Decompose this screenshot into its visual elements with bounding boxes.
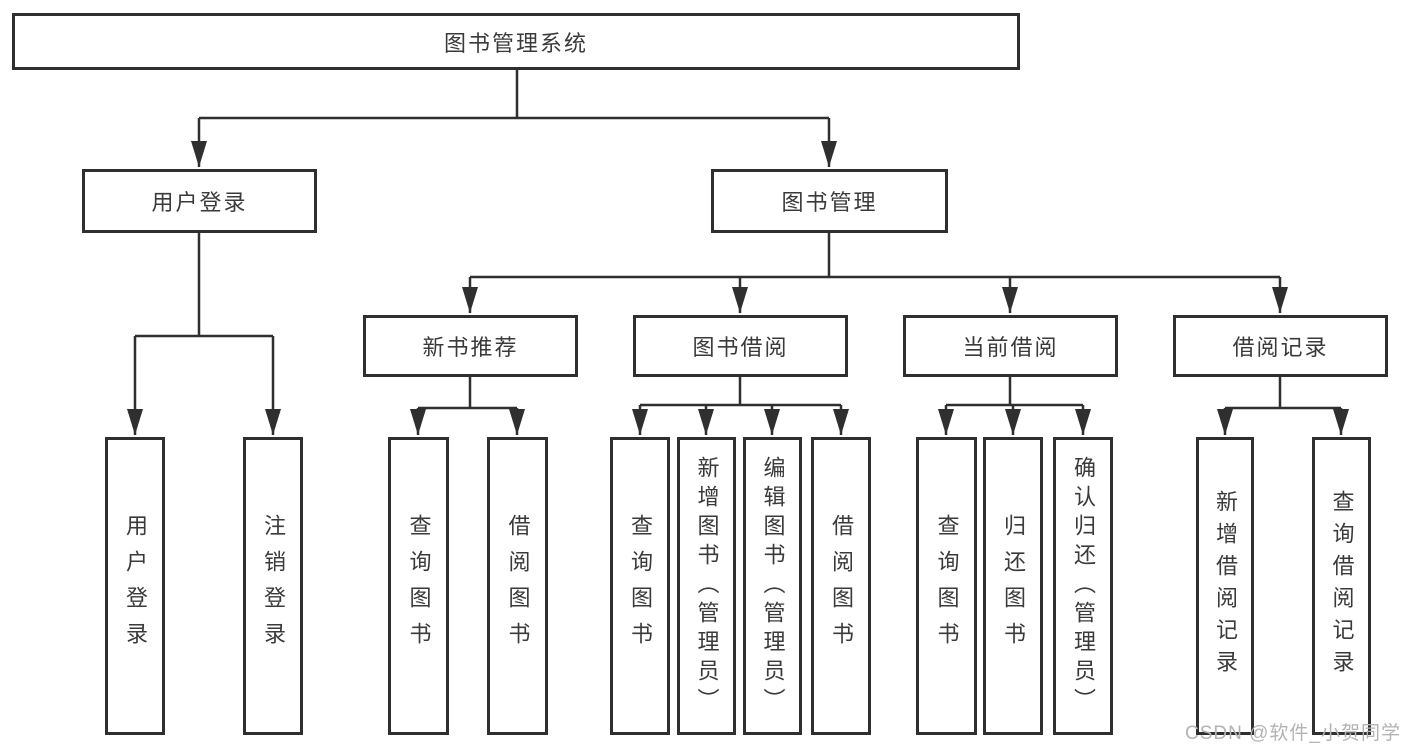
leaf-return-books: 归还图书 [983,437,1043,735]
leaf-query-books-borrow: 查询图书 [610,437,670,735]
leaf-add-borrow-record: 新增借阅记录 [1196,437,1254,735]
leaf-label: 新增借阅记录 [1213,490,1238,682]
node-new-book-recommend: 新书推荐 [363,315,578,377]
leaf-confirm-return-admin: 确认归还（管理员） [1053,437,1113,735]
leaf-label: 查询图书 [628,514,653,658]
leaf-label: 查询图书 [934,514,960,658]
node-label: 用户登录 [151,190,248,215]
leaf-borrow-books-recommend: 借阅图书 [487,437,548,735]
node-current-borrow: 当前借阅 [903,315,1118,377]
node-label: 借阅记录 [1232,335,1329,360]
csdn-watermark: CSDN @软件_小贺同学 [1185,723,1401,744]
leaf-label: 新增图书（管理员） [694,455,720,717]
leaf-borrow-books: 借阅图书 [811,437,871,735]
leaf-add-books-admin: 新增图书（管理员） [677,437,736,735]
node-label: 图书管理系统 [443,30,588,56]
leaf-edit-books-admin: 编辑图书（管理员） [743,437,802,735]
node-label: 当前借阅 [962,335,1059,360]
node-borrow-records: 借阅记录 [1173,315,1388,377]
node-label: 新书推荐 [422,335,519,360]
leaf-label: 查询图书 [406,514,432,658]
leaf-label: 查询借阅记录 [1329,490,1355,682]
node-book-borrow: 图书借阅 [633,315,848,377]
leaf-logout: 注销登录 [243,437,303,735]
leaf-label: 归还图书 [1001,514,1026,658]
leaf-user-login: 用户登录 [105,437,165,735]
leaf-query-books-current: 查询图书 [916,437,977,735]
node-label: 图书借阅 [692,335,789,360]
leaf-query-books-recommend: 查询图书 [388,437,449,735]
leaf-query-borrow-record: 查询借阅记录 [1312,437,1371,735]
node-label: 图书管理 [781,190,878,215]
leaf-label: 确认归还（管理员） [1071,455,1096,717]
node-book-management: 图书管理 [711,169,948,233]
leaf-label: 借阅图书 [829,514,854,658]
node-user-login: 用户登录 [82,169,317,233]
leaf-label: 编辑图书（管理员） [760,455,786,717]
leaf-label: 注销登录 [261,514,286,658]
leaf-label: 借阅图书 [505,514,531,658]
node-root-system: 图书管理系统 [12,13,1020,70]
leaf-label: 用户登录 [123,514,148,658]
